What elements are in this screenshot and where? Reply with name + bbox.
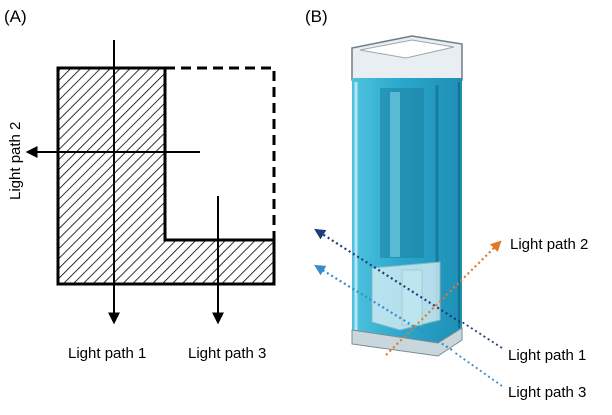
panel-a: (A) Light path 1 Light path 3 Light path…	[4, 7, 274, 362]
panel-b-light-path-2-label: Light path 2	[510, 236, 588, 253]
panel-b-light-path-1-label: Light path 1	[508, 347, 586, 364]
cuvette-cross-section	[58, 68, 274, 284]
panel-a-label: (A)	[4, 7, 27, 26]
panel-a-light-path-1-label: Light path 1	[68, 345, 146, 362]
panel-b: (B) Light path 2 Li	[305, 7, 588, 401]
panel-b-light-path-3-leader	[454, 352, 502, 386]
panel-a-light-path-2-label: Light path 2	[7, 122, 24, 200]
panel-b-light-path-1-leader	[462, 322, 502, 348]
empty-region-outline	[165, 68, 274, 240]
panel-b-label: (B)	[305, 7, 328, 26]
panel-b-light-path-3-label: Light path 3	[508, 384, 586, 401]
cuvette-photo	[352, 36, 462, 356]
panel-a-light-path-3-label: Light path 3	[188, 345, 266, 362]
